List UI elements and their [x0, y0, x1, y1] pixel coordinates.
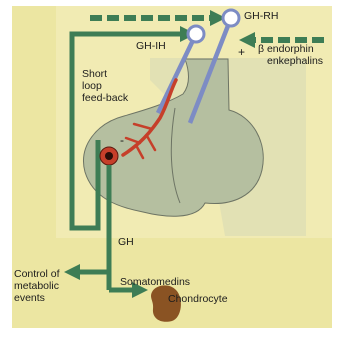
short-loop-feedback-label: Short loop feed-back — [82, 68, 128, 104]
somatomedins-label: Somatomedins — [120, 276, 190, 288]
gh-label: GH — [118, 236, 134, 248]
gh-ih-label: GH-IH — [136, 40, 166, 52]
inhibitory-sign: - — [120, 134, 124, 146]
enkephalins-label: enkephalins — [267, 55, 323, 67]
stimulatory-sign: + — [238, 46, 245, 58]
gh-ih-neuron-icon — [188, 26, 204, 42]
gh-rh-label: GH-RH — [244, 10, 278, 22]
beta-endorphin-label: β endorphin — [258, 43, 314, 55]
chondrocyte-label: Chondrocyte — [168, 293, 228, 305]
gh-rh-neuron-icon — [223, 10, 239, 26]
control-metabolic-events-label: Control of metabolic events — [14, 268, 60, 304]
somatotroph-nucleus — [105, 152, 113, 160]
